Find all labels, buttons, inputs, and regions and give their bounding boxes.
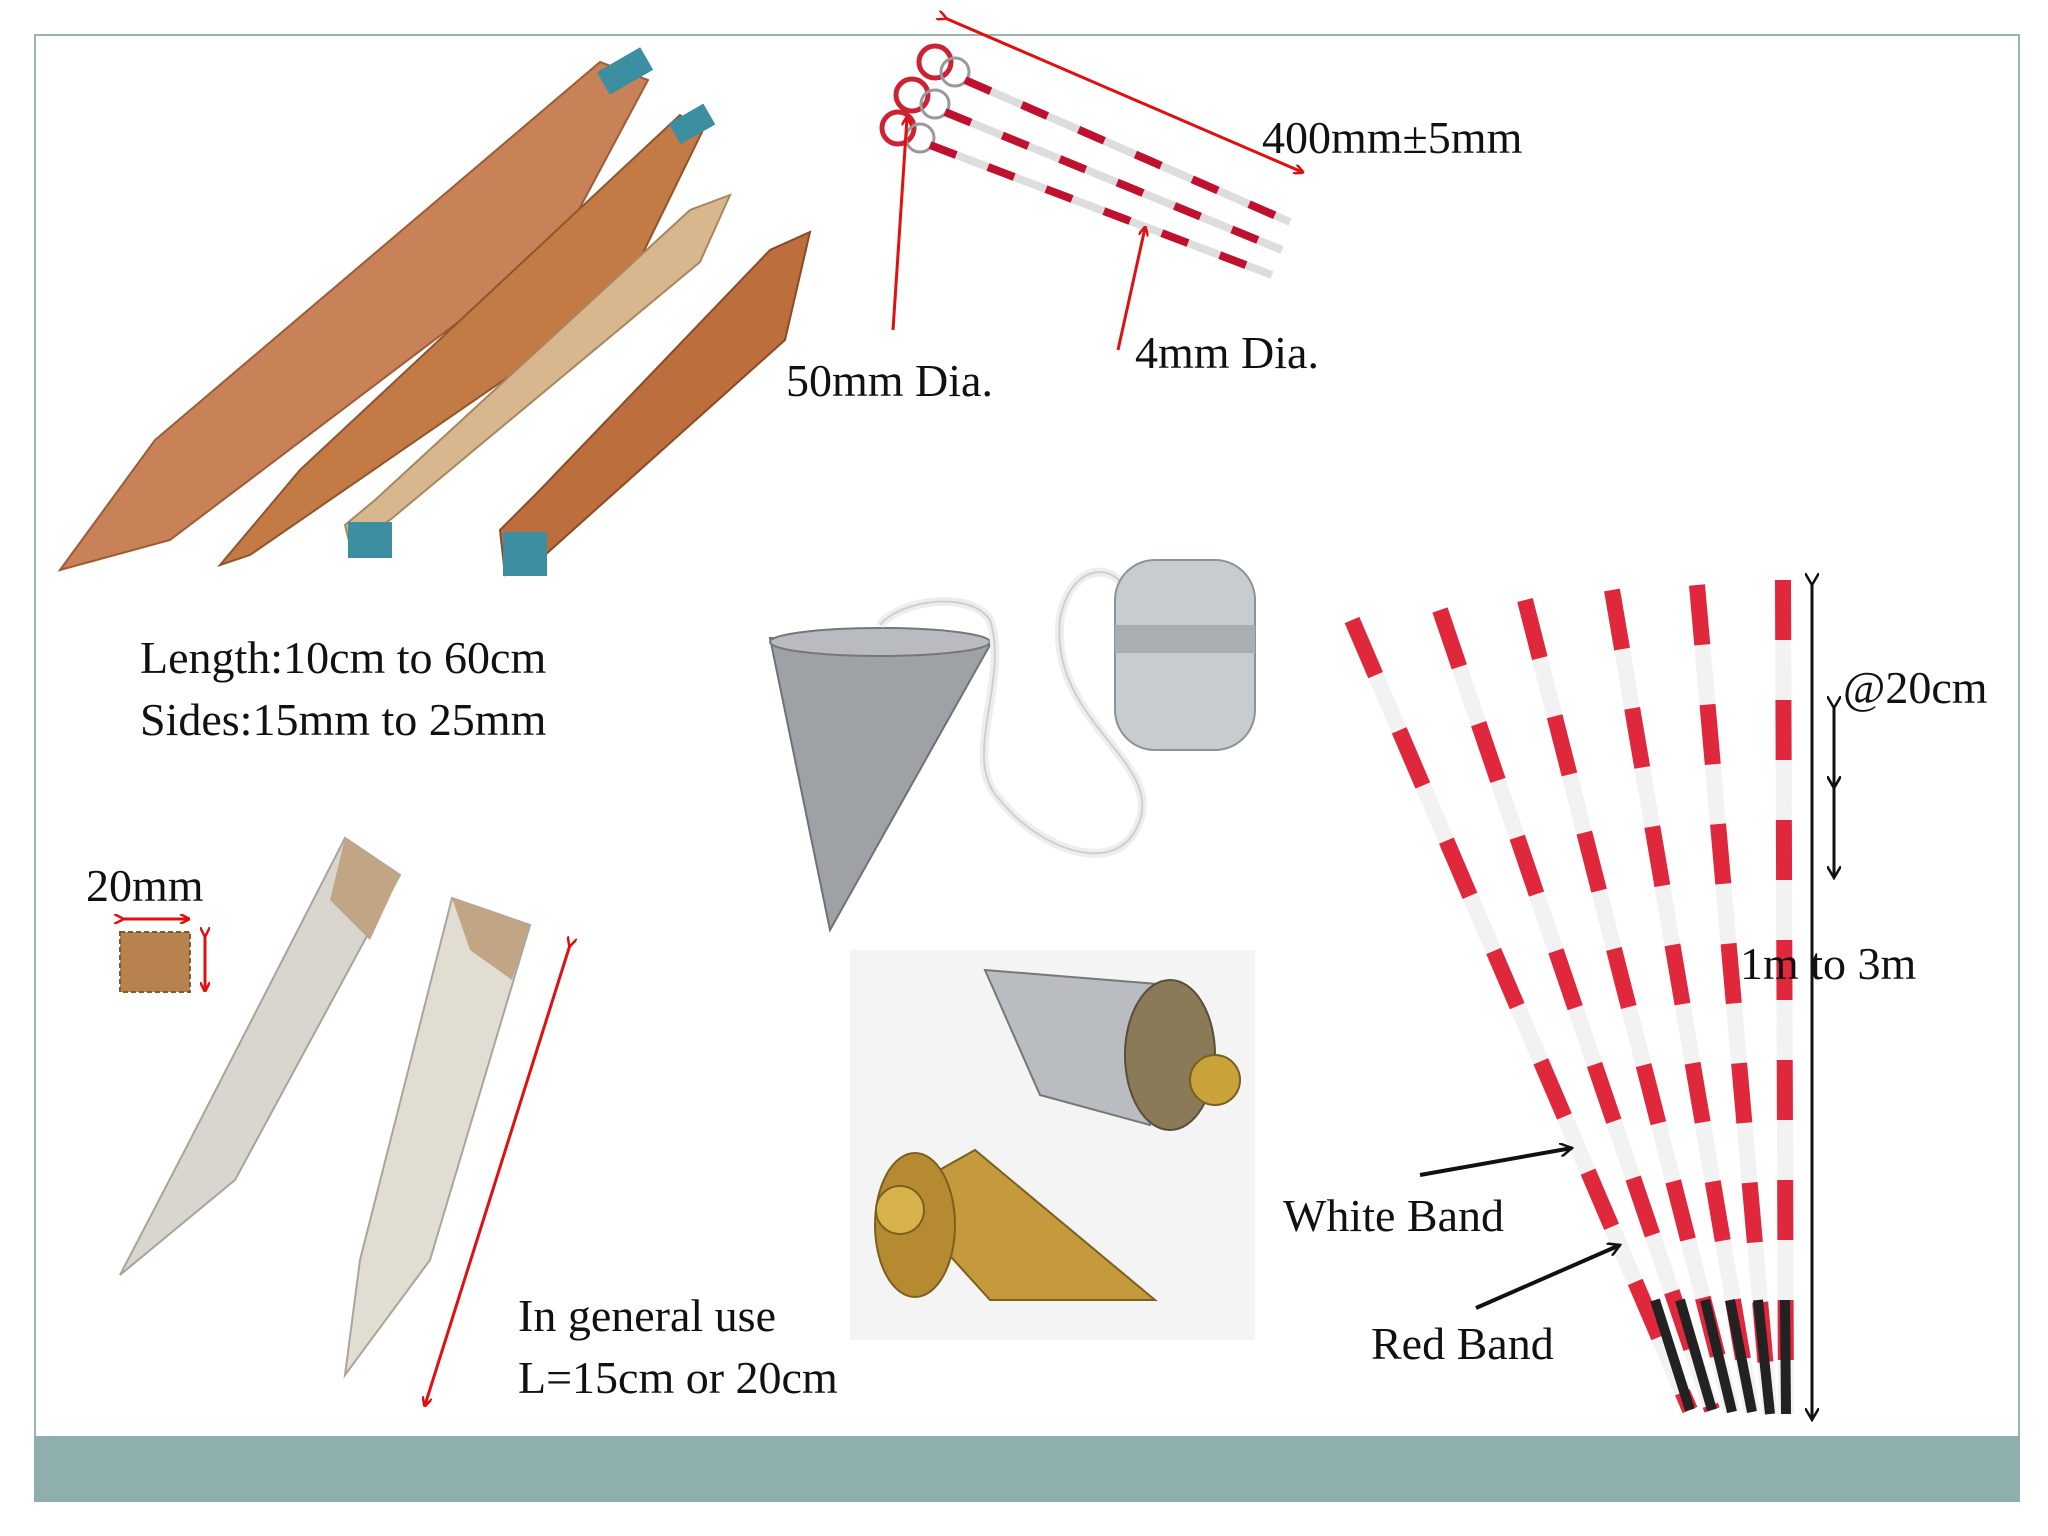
plumb-bob-image [768,559,1256,933]
small-peg-use-label: In general use [518,1290,776,1341]
brass-plumb-bobs-image [850,950,1255,1340]
ring-dia-arrow [891,118,907,331]
rod-length-label: 1m to 3m [1740,938,1917,989]
pin-diameter-label: 4mm Dia. [1135,327,1319,378]
red-band-arrow [1475,1245,1620,1310]
wooden-pegs-image [57,47,812,577]
small-peg-length-label: L=15cm or 20cm [518,1352,838,1403]
peg-length-label: Length:10cm to 60cm [140,632,547,683]
peg-cap [503,532,547,576]
footer-bar [34,1436,2020,1502]
small-peg-side-label: 20mm [86,860,204,911]
peg-sides-label: Sides:15mm to 25mm [140,694,547,745]
ranging-rods-image [1344,579,1794,1415]
pin-length-arrow [945,18,1302,172]
white-band-arrow [1419,1148,1572,1177]
peg-cap [668,103,716,145]
pin-length-label: 400mm±5mm [1262,112,1523,163]
peg-cap [596,47,654,95]
ring-diameter-label: 50mm Dia. [786,355,993,406]
small-peg-length-arrow [425,945,570,1405]
white-band-label: White Band [1283,1190,1504,1241]
peg-cap [348,522,392,558]
pin-dia-arrow [1116,228,1145,351]
rod-spacing-label: @20cm [1843,662,1988,713]
red-band-label: Red Band [1371,1318,1554,1369]
peg-cross-section [119,931,191,993]
